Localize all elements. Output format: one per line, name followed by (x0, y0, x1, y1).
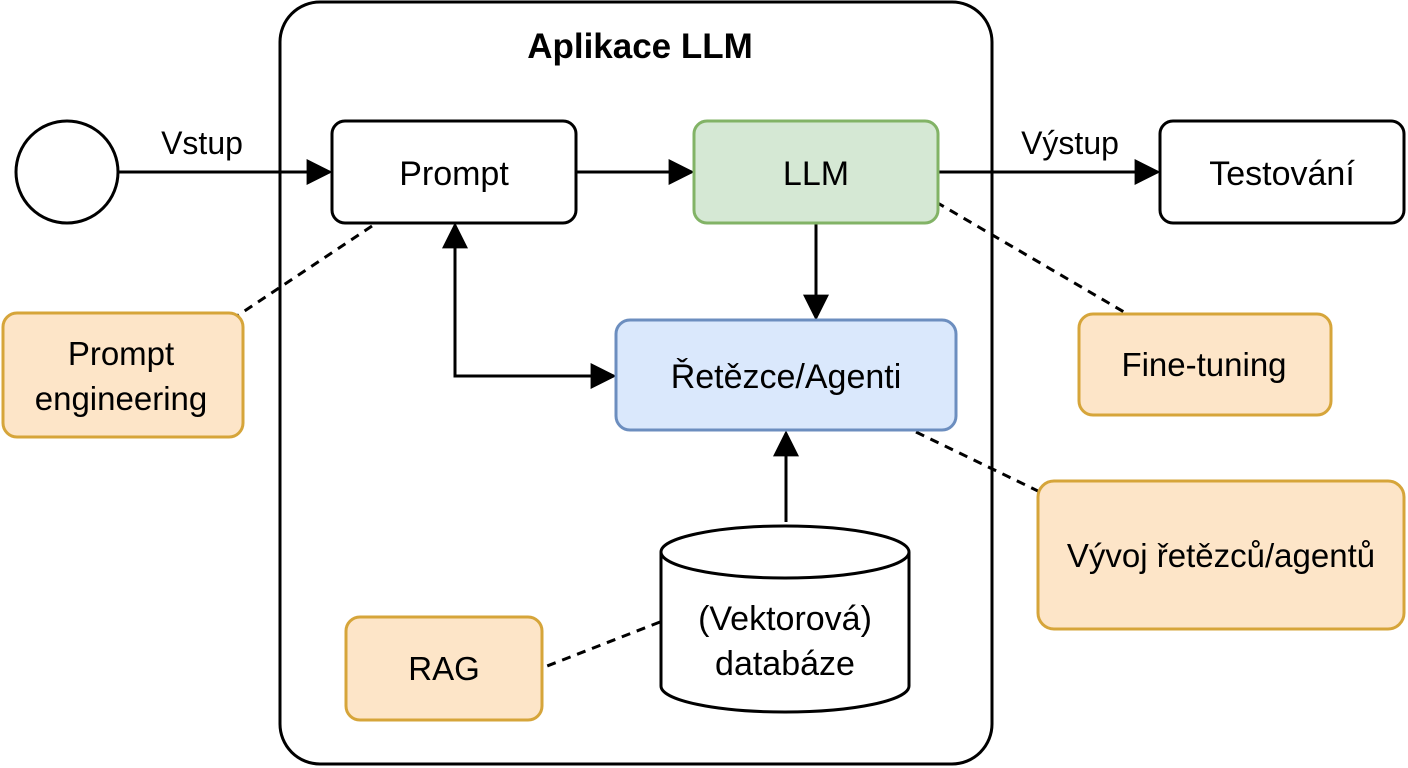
testing-node-label: Testování (1209, 155, 1355, 193)
connector-prompt-engineering (233, 224, 373, 320)
arrow-prompt-chains-bidirectional (442, 222, 617, 389)
dashed-connectors (233, 200, 1125, 670)
database-label-line1: (Vektorová) (698, 600, 872, 638)
testing-node: Testování (1158, 119, 1406, 225)
chains-agents-node-label: Řetězce/Agenti (671, 358, 902, 396)
container-title: Aplikace LLM (527, 27, 753, 66)
prompt-node-label: Prompt (399, 155, 509, 193)
connector-chain-dev (915, 430, 1041, 494)
database-label-line2: databáze (715, 645, 855, 683)
arrows (118, 159, 1161, 522)
connector-rag (541, 620, 661, 670)
llm-node: LLM (692, 119, 940, 225)
note-prompt-engineering-line2: engineering (35, 380, 207, 417)
edge-label-input: Vstup (161, 125, 243, 161)
start-node (14, 119, 120, 225)
note-prompt-engineering-line1: Prompt (68, 335, 174, 372)
edge-label-output: Výstup (1021, 125, 1119, 161)
note-fine-tuning-label: Fine-tuning (1121, 346, 1286, 383)
llm-node-label: LLM (783, 155, 849, 193)
prompt-node: Prompt (330, 119, 578, 225)
note-rag: RAG (344, 615, 544, 722)
note-rag-label: RAG (408, 650, 480, 687)
note-fine-tuning: Fine-tuning (1077, 312, 1333, 417)
note-chain-development: Vývoj řetězců/agentů (1036, 479, 1406, 631)
vector-database-node: (Vektorová) databáze (659, 524, 911, 714)
note-chain-development-label: Vývoj řetězců/agentů (1067, 537, 1375, 574)
note-prompt-engineering: Prompt engineering (1, 311, 245, 439)
connector-fine-tuning (935, 200, 1125, 314)
chains-agents-node: Řetězce/Agenti (614, 318, 958, 432)
